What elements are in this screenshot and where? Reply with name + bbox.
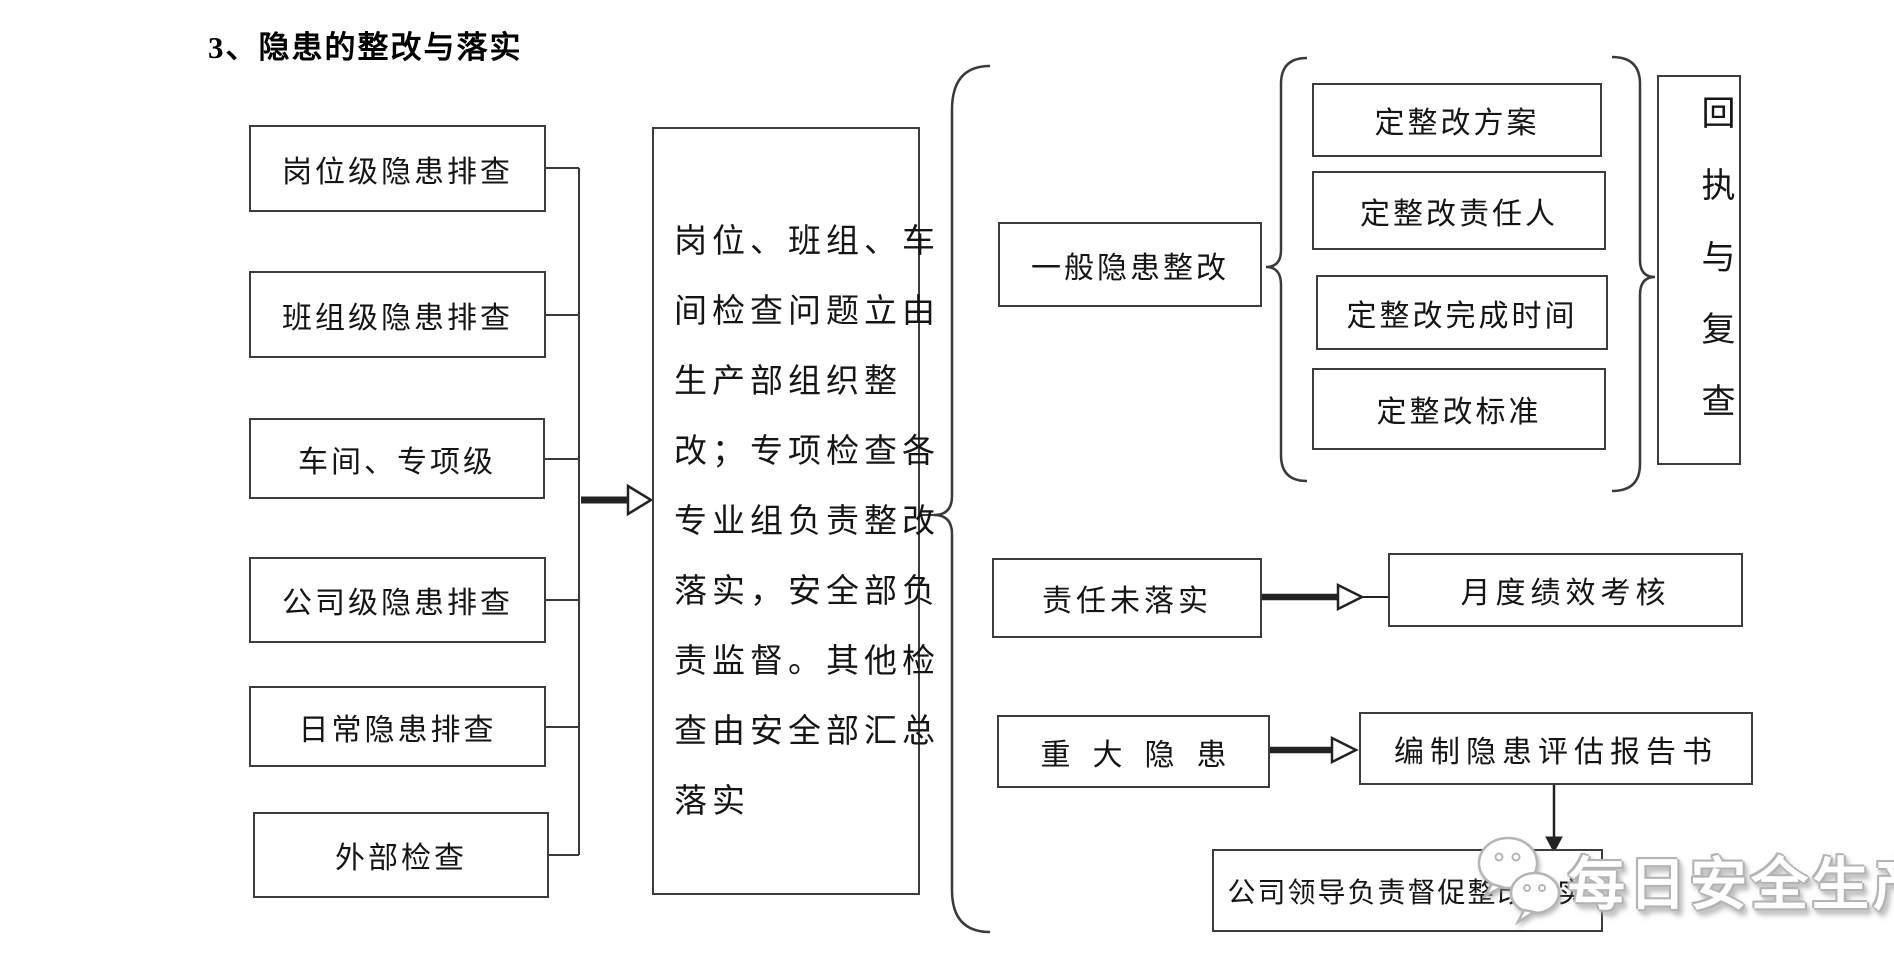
flow-box-responsible-person: 定整改责任人: [1312, 171, 1606, 250]
process-line: 落实，安全部负: [674, 574, 940, 610]
process-line: 改；专项检查各: [674, 434, 940, 470]
flow-box-label: 定整改方案: [1374, 107, 1540, 140]
flow-box-label: 定整改标准: [1376, 396, 1542, 429]
flow-box-responsibility-unfulfilled: 责任未落实: [992, 558, 1262, 638]
flow-box-rectify-plan: 定整改方案: [1312, 83, 1602, 157]
flow-box-receipt-recheck: 回执与复查: [1657, 75, 1741, 465]
process-line: 间检查问题立由: [674, 294, 940, 330]
flow-box-workshop-special: 车间、专项级: [249, 418, 545, 499]
flow-box-label: 定整改责任人: [1360, 197, 1558, 231]
process-line: 落实: [674, 784, 750, 820]
process-line: 岗位、班组、车: [674, 224, 940, 260]
flow-box-label: 班组级隐患排查: [282, 301, 513, 335]
flow-box-label: 外部检查: [335, 842, 467, 875]
flow-box-evaluation-report: 编制隐患评估报告书: [1359, 712, 1753, 785]
page-title: 3、隐患的整改与落实: [208, 30, 523, 65]
big-grouping-brace: [933, 64, 991, 934]
flow-box-process-desc: 岗位、班组、车 间检查问题立由 生产部组织整 改；专项检查各 专业组负责整改 落…: [652, 127, 940, 895]
flow-box-major-hazard: 重大隐患: [997, 715, 1270, 788]
arrow-resp-to-monthly: [1262, 582, 1388, 612]
flow-box-label: 公司级隐患排查: [282, 587, 513, 620]
source-connector-lines: [545, 167, 580, 856]
process-line: 查由安全部汇总: [674, 714, 940, 750]
arrow-sources-to-process: [581, 483, 654, 517]
flow-box-rectify-standard: 定整改标准: [1312, 368, 1606, 450]
flow-box-monthly-assessment: 月度绩效考核: [1388, 553, 1743, 627]
flow-box-label: 重大隐患: [1040, 738, 1249, 772]
flow-box-external-inspection: 外部检查: [253, 812, 549, 898]
flow-box-label: 岗位级隐患排查: [282, 155, 513, 189]
flow-box-label: 车间、专项级: [298, 445, 496, 479]
arrow-major-to-report: [1270, 735, 1359, 765]
flow-box-label: 日常隐患排查: [298, 713, 497, 747]
flow-box-completion-time: 定整改完成时间: [1316, 275, 1608, 350]
process-line: 专业组负责整改: [674, 504, 940, 540]
flow-box-team-level: 班组级隐患排查: [249, 271, 546, 358]
wechat-icon: [1477, 836, 1561, 926]
flow-box-label: 一般隐患整改: [1031, 251, 1229, 285]
flow-box-label: 编制隐患评估报告书: [1394, 735, 1718, 769]
flow-box-daily-screening: 日常隐患排查: [249, 686, 546, 767]
flow-box-post-level: 岗位级隐患排查: [249, 125, 546, 212]
process-line: 责监督。其他检: [674, 644, 940, 680]
process-line: 生产部组织整: [674, 364, 902, 400]
flow-box-general-rectify: 一般隐患整改: [998, 222, 1262, 307]
flow-box-label: 定整改完成时间: [1346, 299, 1578, 333]
measures-right-brace: [1611, 55, 1656, 493]
watermark-text: 每日安全生产: [1568, 854, 1894, 917]
flow-box-label: 责任未落实: [1042, 585, 1212, 618]
measures-left-brace: [1265, 56, 1308, 483]
flow-box-company-level: 公司级隐患排查: [249, 557, 546, 643]
watermark: 每日安全生产: [1472, 832, 1894, 928]
flow-box-label: 月度绩效考核: [1460, 577, 1671, 610]
